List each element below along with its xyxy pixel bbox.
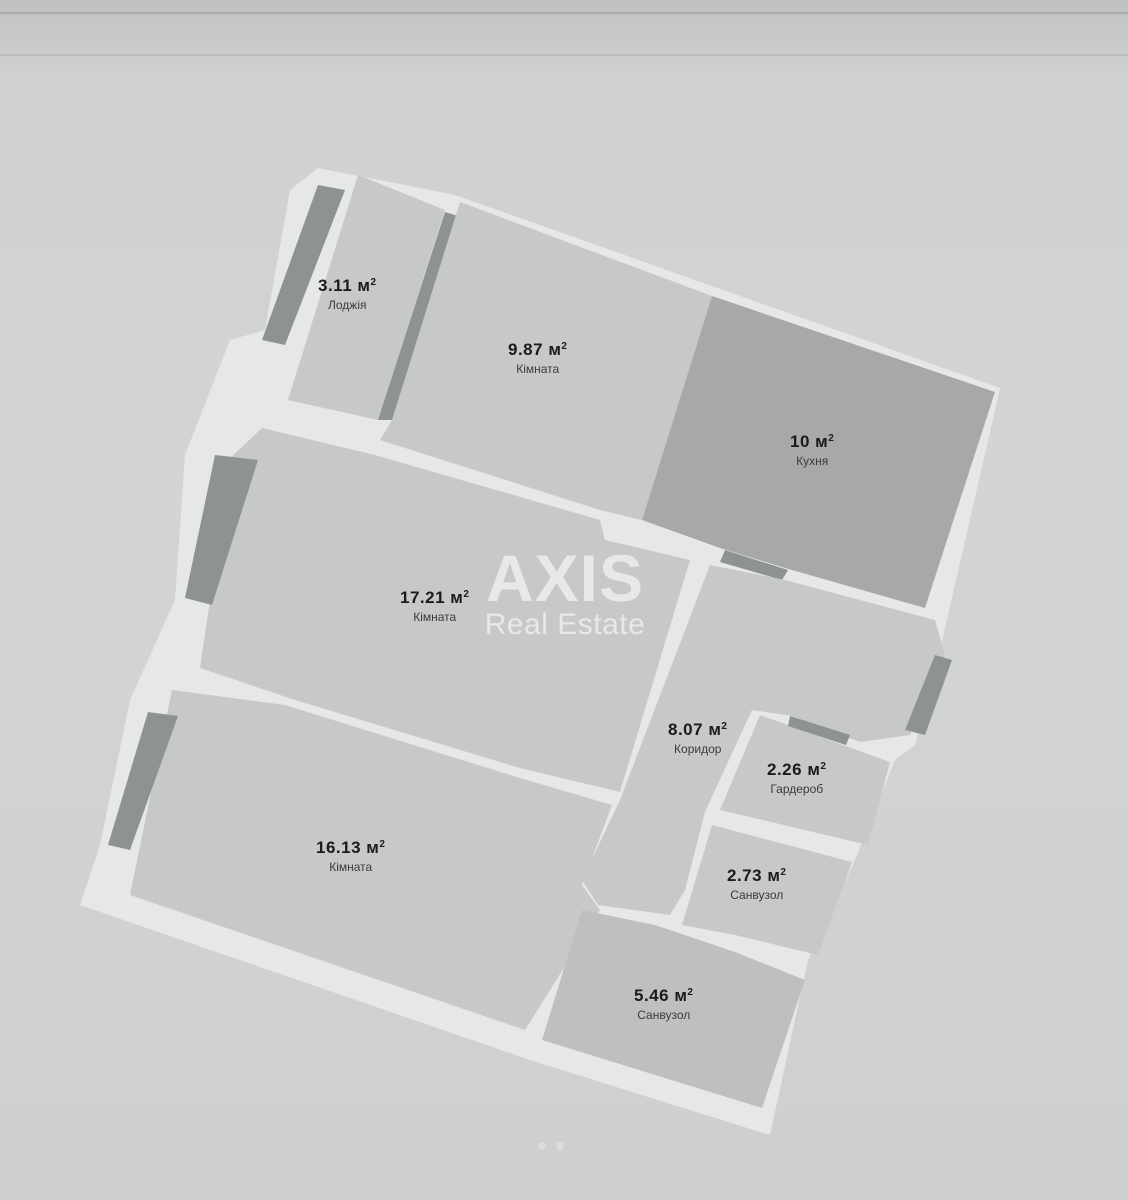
area-unit: м xyxy=(548,340,562,359)
room-area: 9.87 xyxy=(508,340,544,359)
paper-edge-line xyxy=(0,12,1128,14)
area-unit-exponent: 2 xyxy=(370,277,377,288)
area-unit-exponent: 2 xyxy=(463,589,470,600)
room-label-loggia: 3.11 м2 Лоджія xyxy=(318,276,377,312)
room-bathroom-small xyxy=(682,825,852,955)
room-label-living: 17.21 м2 Кімната xyxy=(400,588,469,624)
room-living xyxy=(200,428,690,792)
kitchen-opening xyxy=(720,550,788,580)
room-area: 2.73 xyxy=(727,866,763,885)
room-name: Санвузол xyxy=(730,888,784,902)
room-area: 16.13 xyxy=(316,838,362,857)
room-label-bathroom-large: 5.46 м2 Санвузол xyxy=(634,986,693,1022)
paper-edge-line xyxy=(0,54,1128,56)
room-area: 8.07 xyxy=(668,720,704,739)
window xyxy=(262,185,345,345)
wardrobe-door xyxy=(788,716,850,745)
room-label-wardrobe: 2.26 м2 Гардероб xyxy=(767,760,826,796)
carousel-dot[interactable] xyxy=(556,1142,564,1150)
area-unit-exponent: 2 xyxy=(561,341,568,352)
loggia-door xyxy=(378,212,458,420)
carousel-dot[interactable] xyxy=(538,1142,546,1150)
area-unit: м xyxy=(807,760,821,779)
room-label-bedroom-small: 9.87 м2 Кімната xyxy=(508,340,567,376)
area-unit: м xyxy=(708,720,722,739)
room-name: Лоджія xyxy=(328,298,367,312)
area-unit: м xyxy=(357,276,371,295)
area-unit: м xyxy=(366,838,380,857)
room-name: Кімната xyxy=(516,362,560,376)
room-bedroom-large xyxy=(130,690,612,1030)
area-unit-exponent: 2 xyxy=(379,839,386,850)
room-area: 10 xyxy=(790,432,810,451)
room-label-corridor: 8.07 м2 Коридор xyxy=(668,720,727,756)
area-unit: м xyxy=(450,588,464,607)
room-area: 5.46 xyxy=(634,986,670,1005)
room-area: 17.21 xyxy=(400,588,446,607)
room-name: Коридор xyxy=(674,742,722,756)
area-unit: м xyxy=(674,986,688,1005)
room-area: 2.26 xyxy=(767,760,803,779)
room-label-bedroom-large: 16.13 м2 Кімната xyxy=(316,838,385,874)
room-name: Кухня xyxy=(796,454,829,468)
window xyxy=(185,455,258,605)
area-unit-exponent: 2 xyxy=(828,433,835,444)
room-corridor xyxy=(582,565,945,915)
room-label-bathroom-small: 2.73 м2 Санвузол xyxy=(727,866,786,902)
room-name: Гардероб xyxy=(770,782,824,796)
area-unit-exponent: 2 xyxy=(687,987,694,998)
area-unit-exponent: 2 xyxy=(820,761,827,772)
room-loggia xyxy=(288,175,445,420)
window xyxy=(108,712,178,850)
room-name: Санвузол xyxy=(637,1008,691,1022)
room-wardrobe xyxy=(720,715,890,845)
room-name: Кімната xyxy=(329,860,373,874)
room-name: Кімната xyxy=(413,610,457,624)
room-bedroom-small xyxy=(380,202,712,520)
area-unit-exponent: 2 xyxy=(780,867,787,878)
window xyxy=(905,655,952,735)
room-bathroom-large xyxy=(542,910,805,1108)
area-unit: м xyxy=(815,432,829,451)
room-kitchen xyxy=(642,296,995,608)
area-unit-exponent: 2 xyxy=(721,721,728,732)
carousel-dots xyxy=(538,1142,564,1150)
area-unit: м xyxy=(767,866,781,885)
room-area: 3.11 xyxy=(318,276,353,295)
room-label-kitchen: 10 м2 Кухня xyxy=(790,432,834,468)
